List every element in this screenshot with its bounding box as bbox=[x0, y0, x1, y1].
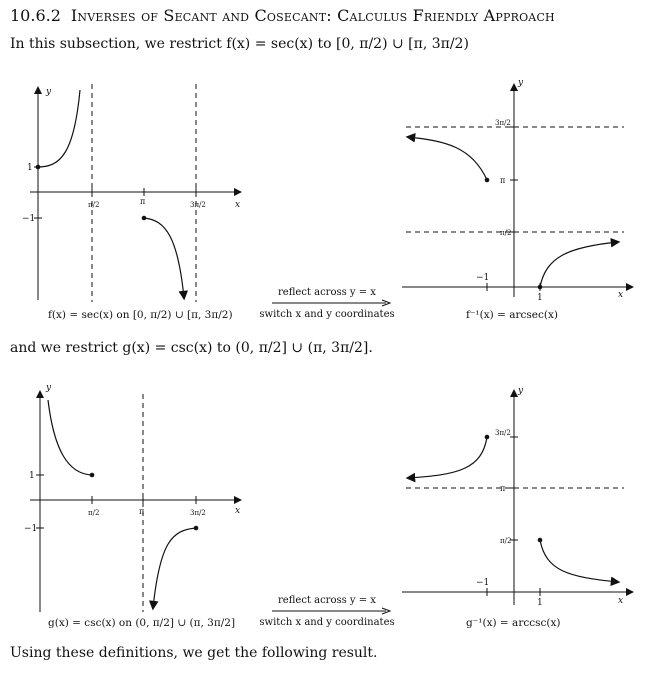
y-tick-label-1: 1 bbox=[29, 471, 35, 481]
intro-sec-text: In this subsection, we restrict f(x) = s… bbox=[10, 36, 469, 52]
arcsec-caption: f⁻¹(x) = arcsec(x) bbox=[466, 309, 558, 321]
switch-label-1: switch x and y coordinates bbox=[259, 309, 395, 320]
y-tick-label-pi-half: π/2 bbox=[500, 229, 511, 237]
x-tick-label-pi-half: π/2 bbox=[88, 509, 99, 517]
csc-branch-1 bbox=[47, 399, 93, 476]
closed-point-pi-half-1 bbox=[89, 472, 95, 478]
x-axis-label: x bbox=[235, 506, 240, 516]
sec-graph: y x 1 −1 π/2 π 3π/2 bbox=[22, 84, 242, 302]
x-tick-label-3pi-half: 3π/2 bbox=[190, 509, 206, 517]
arcsec-graph: y x 3π/2 π π/2 −1 1 bbox=[402, 78, 634, 303]
transform-arrow-2 bbox=[272, 607, 392, 615]
y-tick-label-pi: π bbox=[500, 176, 505, 185]
x-tick-label-neg1: −1 bbox=[476, 273, 489, 283]
y-tick-label-1: 1 bbox=[27, 163, 33, 173]
arccsc-graph: y x 3π/2 π π/2 −1 1 bbox=[402, 386, 634, 608]
y-tick-label-neg1: −1 bbox=[24, 524, 37, 534]
closed-point-1-0 bbox=[537, 284, 543, 290]
y-axis-label: y bbox=[517, 386, 524, 396]
csc-graph: y x 1 −1 π/2 π 3π/2 bbox=[24, 383, 242, 612]
switch-label-2: switch x and y coordinates bbox=[259, 617, 395, 628]
section-heading: 10.6.2 Inverses of Secant and Cosecant: C… bbox=[10, 6, 555, 25]
arcsec-branch-left bbox=[405, 132, 488, 181]
sec-branch-2 bbox=[143, 217, 189, 301]
arccsc-branch-right bbox=[539, 539, 621, 587]
y-axis-label: y bbox=[517, 78, 524, 88]
section-number: 10.6.2 bbox=[10, 6, 61, 25]
closed-point-pi-neg1 bbox=[141, 215, 147, 221]
x-tick-label-neg1: −1 bbox=[476, 578, 489, 588]
x-axis-label: x bbox=[618, 290, 623, 300]
csc-branch-2 bbox=[148, 527, 197, 611]
closed-point-neg1-pi bbox=[484, 177, 490, 183]
closed-point-1-pi-half bbox=[537, 537, 543, 543]
y-axis-label: y bbox=[45, 383, 52, 393]
x-tick-label-1: 1 bbox=[537, 293, 543, 303]
section-title: Inverses of Secant and Cosecant: Calculu… bbox=[70, 6, 555, 25]
closed-point-0-1 bbox=[35, 164, 41, 170]
conclusion-text: Using these definitions, we get the foll… bbox=[10, 645, 378, 661]
csc-caption: g(x) = csc(x) on (0, π/2] ∪ (π, 3π/2] bbox=[48, 617, 236, 629]
sec-branch-1 bbox=[37, 89, 81, 168]
arcsec-branch-right bbox=[539, 237, 621, 288]
closed-point-neg1-3pi-half bbox=[484, 434, 490, 440]
x-tick-label-pi-half: π/2 bbox=[88, 201, 99, 209]
y-tick-label-neg1: −1 bbox=[22, 214, 35, 224]
y-tick-label-pi: π bbox=[500, 484, 505, 493]
arccsc-branch-left bbox=[405, 436, 488, 483]
reflect-label-1: reflect across y = x bbox=[278, 287, 376, 298]
y-tick-label-3pi-half: 3π/2 bbox=[495, 119, 511, 127]
y-axis-label: y bbox=[45, 87, 52, 97]
y-tick-label-pi-half: π/2 bbox=[500, 537, 511, 545]
transform-arrow-1 bbox=[272, 299, 392, 307]
x-tick-label-pi: π bbox=[140, 197, 145, 206]
x-axis-label: x bbox=[235, 200, 240, 210]
closed-point-3pi-half-neg1 bbox=[193, 525, 199, 531]
reflect-label-2: reflect across y = x bbox=[278, 595, 376, 606]
x-tick-label-pi: π bbox=[139, 507, 144, 516]
arccsc-caption: g⁻¹(x) = arccsc(x) bbox=[466, 617, 561, 629]
x-axis-label: x bbox=[618, 596, 623, 606]
x-tick-label-1: 1 bbox=[537, 598, 543, 608]
y-tick-label-3pi-half: 3π/2 bbox=[495, 429, 511, 437]
sec-caption: f(x) = sec(x) on [0, π/2) ∪ [π, 3π/2) bbox=[48, 309, 233, 321]
x-tick-label-3pi-half: 3π/2 bbox=[190, 201, 206, 209]
intro-csc-text: and we restrict g(x) = csc(x) to (0, π/2… bbox=[10, 340, 373, 356]
